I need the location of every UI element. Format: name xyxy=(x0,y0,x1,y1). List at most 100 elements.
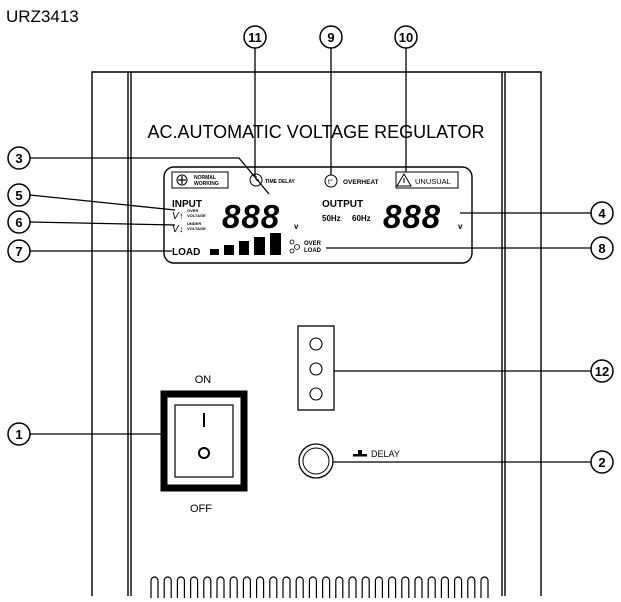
svg-text:VOLTAGE: VOLTAGE xyxy=(187,226,206,231)
callout-badges: 11 9 10 3 5 6 7 1 xyxy=(7,25,614,474)
plus-circle-icon xyxy=(176,174,188,186)
vent-slot xyxy=(295,576,304,598)
svg-text:4: 4 xyxy=(598,206,606,221)
load-bar xyxy=(210,249,219,255)
vent-slot xyxy=(150,576,159,598)
vent-slot xyxy=(467,576,476,598)
clock-icon xyxy=(249,173,263,187)
vent-slot xyxy=(216,576,225,598)
freq-50hz-label: 50Hz xyxy=(322,214,341,223)
load-label: LOAD xyxy=(172,247,200,258)
vent-slot xyxy=(388,576,397,598)
under-voltage-indicator: V ↓ UNDER VOLTAGE xyxy=(172,221,206,235)
load-bar xyxy=(270,233,281,255)
vent-slot xyxy=(269,576,278,598)
ventilation-slots xyxy=(150,576,489,598)
svg-text:VOLTAGE: VOLTAGE xyxy=(187,213,206,218)
fan-icon xyxy=(289,239,295,245)
warning-icon xyxy=(396,173,412,187)
svg-text:6: 6 xyxy=(15,215,22,230)
svg-text:t°: t° xyxy=(328,178,333,186)
vent-slot xyxy=(348,576,357,598)
svg-text:3: 3 xyxy=(15,151,22,166)
svg-text:WORKING: WORKING xyxy=(194,181,219,187)
svg-text:8: 8 xyxy=(598,241,605,256)
svg-text:7: 7 xyxy=(15,244,22,259)
vent-slot xyxy=(374,576,383,598)
output-label: OUTPUT xyxy=(322,199,363,210)
time-delay-label: TIME DELAY xyxy=(265,179,295,185)
switch-on-label: ON xyxy=(195,374,212,386)
callout-5: 5 xyxy=(7,183,31,207)
input-unit: v xyxy=(294,222,299,231)
callout-8: 8 xyxy=(590,236,614,260)
terminal-socket xyxy=(309,387,323,401)
vent-slot xyxy=(322,576,331,598)
output-unit: v xyxy=(458,222,463,231)
svg-text:OVER: OVER xyxy=(187,208,198,213)
off-mark-icon xyxy=(198,447,210,459)
callout-12: 12 xyxy=(590,359,614,383)
load-bar xyxy=(254,237,265,255)
overheat-indicator: t° OVERHEAT xyxy=(324,174,379,188)
callout-1: 1 xyxy=(7,422,31,446)
svg-text:LOAD: LOAD xyxy=(304,248,322,254)
unusual-indicator: UNUSUAL xyxy=(395,171,459,189)
svg-text:10: 10 xyxy=(399,30,413,45)
svg-text:UNDER: UNDER xyxy=(187,221,201,226)
svg-text:11: 11 xyxy=(248,30,262,45)
terminal-block xyxy=(297,325,335,411)
callout-4: 4 xyxy=(590,201,614,225)
overheat-label: OVERHEAT xyxy=(343,179,379,186)
device-title: AC.AUTOMATIC VOLTAGE REGULATOR xyxy=(147,122,484,142)
switch-off-label: OFF xyxy=(190,503,212,515)
freq-60hz-label: 60Hz xyxy=(352,214,371,223)
svg-text:2: 2 xyxy=(598,455,605,470)
vent-slot xyxy=(440,576,449,598)
load-level-bars xyxy=(210,233,281,255)
enclosure xyxy=(91,71,542,596)
vent-slot xyxy=(414,576,423,598)
callout-9: 9 xyxy=(319,25,343,49)
svg-text:5: 5 xyxy=(15,188,22,203)
callout-2: 2 xyxy=(590,450,614,474)
volt-up-icon: V xyxy=(172,211,180,222)
normal-working-indicator: NORMAL WORKING xyxy=(171,171,229,189)
callout-6: 6 xyxy=(7,210,31,234)
vent-slot xyxy=(335,576,344,598)
svg-text:12: 12 xyxy=(595,364,609,379)
svg-text:9: 9 xyxy=(327,30,334,45)
over-load-indicator: OVER LOAD xyxy=(289,239,322,254)
callout-3: 3 xyxy=(7,146,31,170)
volt-down-icon: V xyxy=(172,224,180,235)
input-label: INPUT xyxy=(172,199,202,210)
delay-button[interactable] xyxy=(298,443,334,479)
callouts xyxy=(29,48,591,463)
vent-slot xyxy=(308,576,317,598)
callout-10: 10 xyxy=(394,25,418,49)
vent-slot xyxy=(454,576,463,598)
vent-slot xyxy=(361,576,370,598)
vent-slot xyxy=(256,576,265,598)
model-label: URZ3413 xyxy=(6,7,79,26)
vent-slot xyxy=(427,576,436,598)
load-bar xyxy=(239,241,249,255)
vent-slot xyxy=(282,576,291,598)
delay-label: DELAY xyxy=(371,449,400,459)
over-voltage-indicator: V ↑ OVER VOLTAGE xyxy=(172,208,206,222)
power-switch[interactable]: ON OFF xyxy=(160,374,248,515)
vent-slot xyxy=(229,576,238,598)
input-voltage-digits: 888 xyxy=(222,198,280,235)
vent-slot xyxy=(401,576,410,598)
vent-slot xyxy=(480,576,489,598)
normal-working-label: NORMAL xyxy=(194,175,216,181)
unusual-label: UNUSUAL xyxy=(415,177,451,186)
vent-slot xyxy=(242,576,251,598)
vent-slot xyxy=(163,576,172,598)
vent-slot xyxy=(176,576,185,598)
svg-text:↑: ↑ xyxy=(179,211,184,221)
callout-7: 7 xyxy=(7,239,31,263)
callout-11: 11 xyxy=(243,25,267,49)
svg-text:OVER: OVER xyxy=(304,241,322,247)
